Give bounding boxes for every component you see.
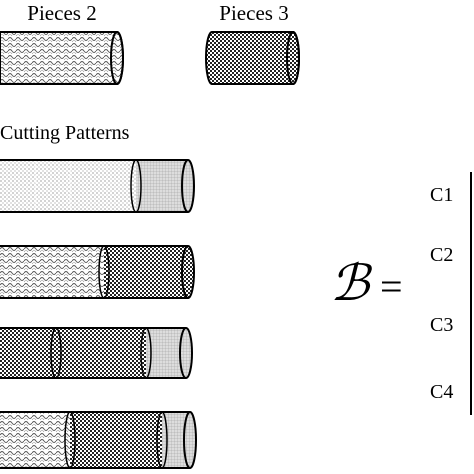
pattern-bar-c4 <box>0 411 197 469</box>
row-label-c1: C1 <box>430 184 453 206</box>
pieces3-cylinder <box>205 31 300 85</box>
equals-sign: = <box>380 264 403 309</box>
pattern-bar-c1 <box>0 159 195 213</box>
row-label-c4: C4 <box>430 381 453 403</box>
pattern-bar-c2 <box>0 245 195 299</box>
row-label-c2: C2 <box>430 244 453 266</box>
pieces2-cylinder <box>0 31 124 85</box>
matrix-symbol: ℬ <box>330 255 373 311</box>
row-label-c3: C3 <box>430 314 453 336</box>
pieces3-label: Pieces 3 <box>219 1 288 25</box>
pieces2-label: Pieces 2 <box>27 1 96 25</box>
pattern-bar-c3 <box>0 327 193 379</box>
cutting-patterns-heading: Cutting Patterns <box>0 122 130 144</box>
